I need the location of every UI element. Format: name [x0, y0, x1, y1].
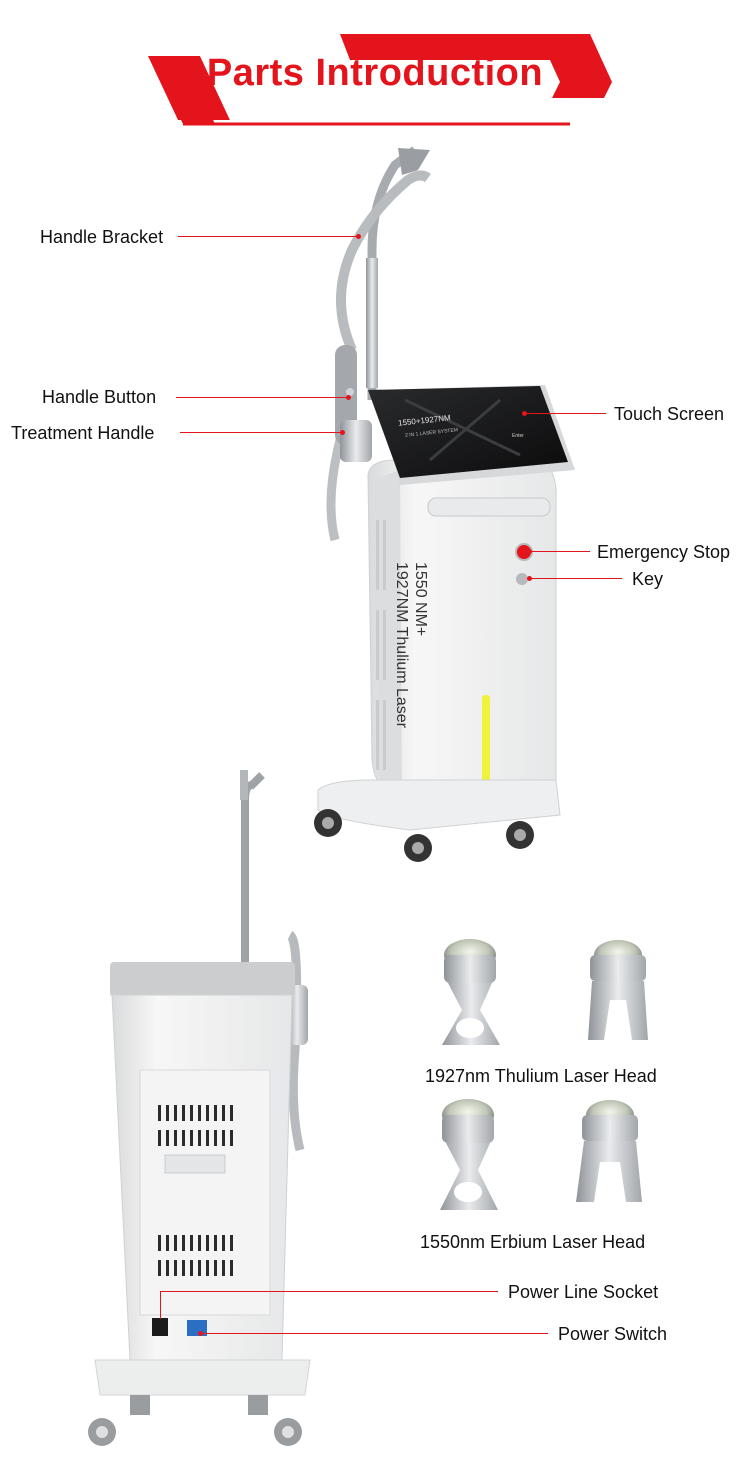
- label-handle-bracket: Handle Bracket: [40, 227, 164, 247]
- laser-heads: [440, 939, 648, 1210]
- page-title: Parts Introduction: [206, 52, 544, 94]
- caption-erbium-head: 1550nm Erbium Laser Head: [420, 1232, 646, 1252]
- label-handle-button: Handle Button: [42, 387, 157, 407]
- leader-touch-screen: [525, 413, 606, 414]
- label-touch-screen: Touch Screen: [614, 404, 725, 424]
- rear-machine: [88, 770, 311, 1446]
- front-machine: [314, 146, 575, 862]
- leader-dot: [356, 234, 361, 239]
- machine-model-line2: 1927NM Thulium Laser: [393, 562, 410, 729]
- leader-dot: [346, 395, 351, 400]
- leader-dot: [522, 411, 527, 416]
- label-power-line-socket: Power Line Socket: [508, 1282, 659, 1302]
- label-treatment-handle: Treatment Handle: [11, 423, 155, 443]
- title-banner: [148, 34, 612, 126]
- leader-treatment-handle: [180, 432, 342, 433]
- leader-power-line-socket: [160, 1291, 498, 1292]
- leader-dot: [198, 1331, 203, 1336]
- leader-handle-button: [176, 397, 348, 398]
- screen-enter-button: Enter: [512, 433, 524, 439]
- label-emergency-stop: Emergency Stop: [597, 542, 731, 562]
- leader-key: [530, 578, 622, 579]
- machine-model-line1: 1550 NM+: [412, 562, 429, 637]
- leader-handle-bracket: [178, 236, 358, 237]
- leader-emergency-stop: [530, 551, 590, 552]
- leader-power-switch: [200, 1333, 548, 1334]
- leader-power-line-socket-drop: [160, 1291, 161, 1319]
- label-key: Key: [632, 569, 664, 589]
- leader-dot: [340, 430, 345, 435]
- machine-model-text: 1550 NM+ 1927NM Thulium Laser: [392, 562, 430, 762]
- label-power-switch: Power Switch: [558, 1324, 668, 1344]
- leader-dot: [527, 576, 532, 581]
- leader-dot: [527, 549, 532, 554]
- caption-thulium-head: 1927nm Thulium Laser Head: [425, 1066, 657, 1086]
